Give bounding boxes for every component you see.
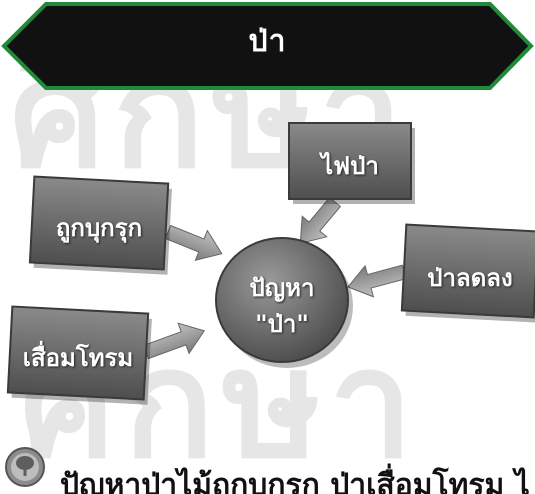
node-decrease-box bbox=[400, 223, 535, 323]
node-encroach-box bbox=[28, 175, 172, 275]
tree-icon bbox=[5, 447, 45, 487]
node-decrease-label: ป่าลดลง bbox=[427, 264, 513, 292]
center-circle bbox=[215, 237, 353, 368]
arrow-fire bbox=[299, 196, 342, 245]
node-fire-box bbox=[288, 122, 415, 204]
arrow-decrease bbox=[347, 264, 407, 298]
footer-text: ปัญหาป่าไม้ถูกบุกรุก ป่าเสื่อมโทรม ไฟป่า bbox=[60, 468, 530, 494]
arrow-degrade bbox=[142, 322, 206, 360]
node-fire-label: ไฟป่า bbox=[321, 152, 379, 180]
node-degrade-box bbox=[6, 305, 152, 405]
center-label-line1: ปัญหา bbox=[249, 274, 315, 302]
center-label-line2: "ป่า" bbox=[255, 310, 309, 338]
arrow-encroach bbox=[164, 224, 223, 262]
node-encroach-label: ถูกบุกรุก bbox=[55, 214, 143, 242]
node-degrade-label: เสื่อมโทรม bbox=[22, 344, 134, 372]
page-title: ป่า bbox=[248, 24, 287, 59]
title-banner bbox=[1, 2, 534, 90]
